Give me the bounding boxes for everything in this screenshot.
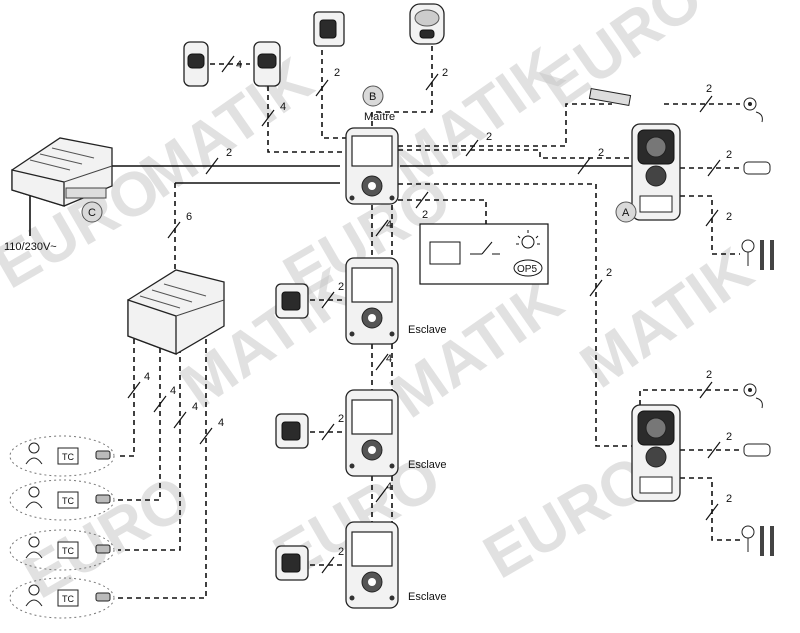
badge-a — [615, 201, 637, 223]
camera-slave-2 — [275, 413, 309, 449]
wire-count-label: 2 — [726, 493, 732, 505]
tc-label-3: TC — [62, 546, 74, 556]
wire-count-label: 2 — [726, 211, 732, 223]
maitre-label: Maître — [364, 111, 395, 123]
badge-reader-icon — [743, 161, 771, 175]
motion-sensor-left — [183, 41, 209, 87]
badge-b-label: B — [369, 91, 376, 103]
watermark-text: MATIK — [128, 45, 325, 212]
monitor-slave-2 — [345, 389, 399, 477]
badge-a-label: A — [622, 207, 630, 219]
motion-sensor-right — [253, 41, 281, 87]
handset-group-3 — [9, 529, 115, 571]
wire-count-label: 4 — [144, 371, 150, 383]
push-button-icon — [743, 383, 763, 409]
monitor-master — [345, 127, 399, 205]
tc-label-1: TC — [62, 452, 74, 462]
wire-count-label: 2 — [706, 83, 712, 95]
wire-count-label: 4 — [192, 401, 198, 413]
wire-count-label: 2 — [338, 546, 344, 558]
door-panel-a — [631, 123, 681, 221]
esclave-label-1: Esclave — [408, 324, 447, 336]
esclave-label-3: Esclave — [408, 591, 447, 603]
wire-count-label: 6 — [186, 211, 192, 223]
badge-c-label: C — [88, 207, 96, 219]
lamp-icon — [521, 235, 535, 249]
watermark-text: MATIK — [568, 235, 765, 402]
wires — [29, 46, 740, 599]
wire-count-label: 2 — [706, 369, 712, 381]
wire-count-label: 2 — [726, 431, 732, 443]
monitor-slave-3 — [345, 521, 399, 609]
relay-module — [419, 223, 549, 285]
tc-label-2: TC — [62, 496, 74, 506]
wire-count-label: 4 — [236, 59, 242, 71]
wire-count-label: 4 — [218, 417, 224, 429]
watermark-text: EURO — [13, 463, 203, 612]
power-input-label: 110/230V~ — [4, 241, 57, 253]
wire-count-label: 2 — [338, 413, 344, 425]
wire-count-label: 4 — [386, 219, 392, 231]
power-supply-main — [11, 137, 113, 207]
gate-icon — [741, 239, 774, 270]
wire-count-label: 4 — [170, 385, 176, 397]
camera-slave-1 — [275, 283, 309, 319]
badge-reader-icon — [743, 443, 771, 457]
esclave-label-2: Esclave — [408, 459, 447, 471]
wire-count-label: 2 — [606, 267, 612, 279]
handset-group-2 — [9, 479, 115, 521]
wire-count-label: 4 — [280, 101, 286, 113]
wire-count-label: 2 — [726, 149, 732, 161]
badge-c — [81, 201, 103, 223]
relay-label: OP5 — [517, 264, 537, 275]
lock-icon — [588, 88, 632, 106]
power-supply-secondary — [127, 269, 225, 355]
wire-count-label: 4 — [386, 481, 392, 493]
badge-b — [362, 85, 384, 107]
wire-count-label: 2 — [486, 131, 492, 143]
wire-count-label: 2 — [338, 281, 344, 293]
gate-icon — [741, 525, 774, 556]
monitor-slave-1 — [345, 257, 399, 345]
wire-count-ticks: 4 4 2 2 2 2 2 6 2 4 4 4 2 2 2 2 2 2 — [127, 55, 732, 574]
wire-count-label: 4 — [386, 353, 392, 365]
tc-label-4: TC — [62, 594, 74, 604]
wire-count-label: 2 — [422, 209, 428, 221]
wire-count-label: 2 — [334, 67, 340, 79]
handset-group-1 — [9, 435, 115, 477]
wire-count-label: 2 — [442, 67, 448, 79]
wire-count-label: 2 — [598, 147, 604, 159]
siren-icon — [409, 3, 445, 45]
handset-group-4 — [9, 577, 115, 619]
camera-slave-3 — [275, 545, 309, 581]
push-button-icon — [743, 97, 763, 123]
door-panel-b — [631, 404, 681, 502]
wire-count-label: 2 — [226, 147, 232, 159]
watermark-text: MATIK — [378, 265, 575, 432]
camera-top — [313, 11, 345, 47]
